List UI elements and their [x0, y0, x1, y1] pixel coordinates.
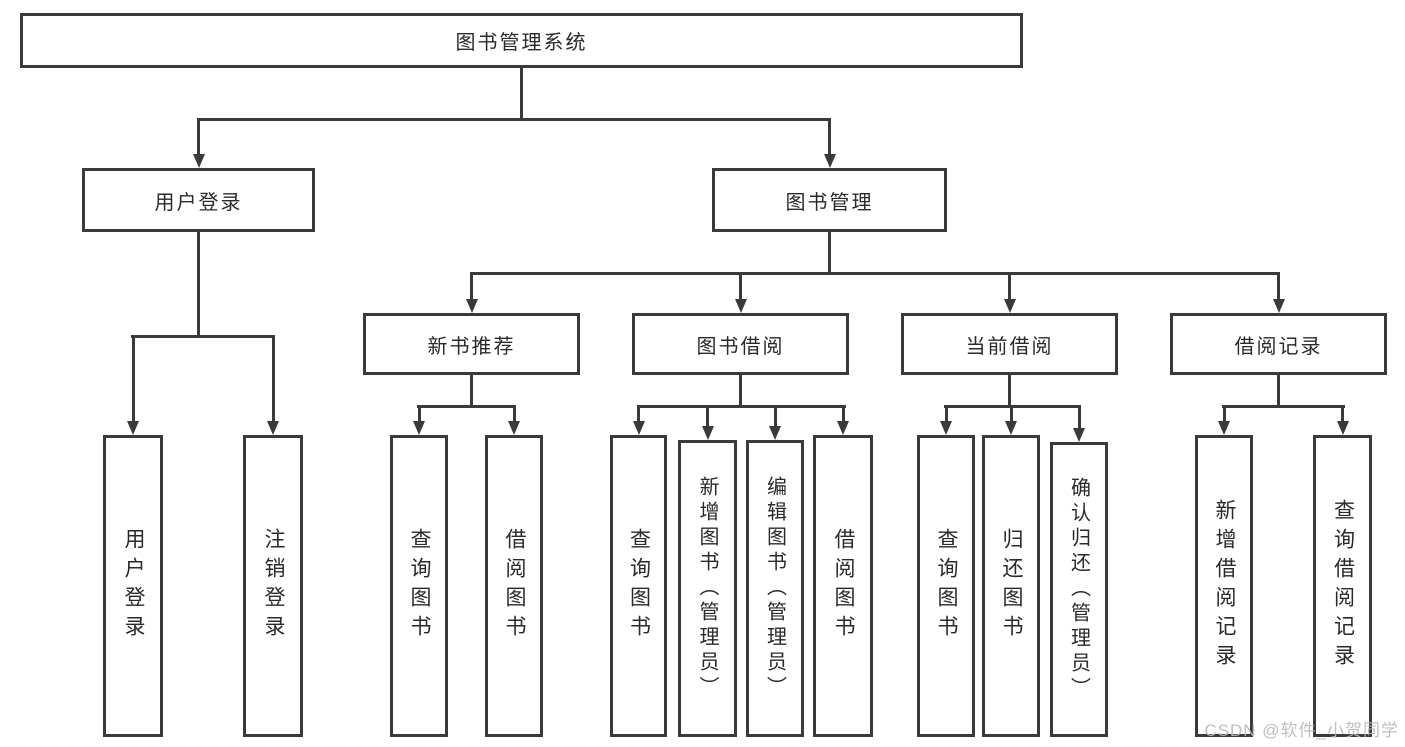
node-user-login-label: 用户登录 — [154, 191, 243, 214]
connector-line — [944, 405, 1081, 408]
connector-arrow-down — [1008, 272, 1011, 299]
connector-arrow-down — [841, 405, 845, 421]
leaf-query-books-recommend: 查询图书 — [390, 435, 448, 737]
connector-arrow-down — [637, 405, 640, 421]
watermark: CSDN @软件_小贺同学 — [1204, 721, 1399, 740]
leaf-edit-book-admin: 编辑图书（管理员） — [746, 440, 804, 737]
connector-arrow-down — [828, 118, 831, 154]
leaf-borrow-books-borrowing: 借阅图书 — [813, 435, 873, 737]
connector-line — [520, 68, 523, 121]
node-user-login: 用户登录 — [82, 168, 315, 232]
leaf-add-borrow-record-label: 新增借阅记录 — [1213, 499, 1236, 673]
leaf-borrow-books-recommend: 借阅图书 — [485, 435, 543, 737]
connector-line — [197, 232, 200, 338]
connector-line — [417, 405, 515, 408]
connector-line — [1277, 375, 1280, 408]
connector-line — [828, 232, 831, 275]
node-current-borrowing-label: 当前借阅 — [965, 335, 1054, 358]
connector-arrow-down — [512, 405, 516, 421]
connector-line — [1008, 375, 1011, 408]
leaf-logout: 注销登录 — [243, 435, 303, 737]
connector-arrow-down — [739, 272, 742, 299]
node-book-borrowing-label: 图书借阅 — [696, 335, 785, 358]
node-new-book-recommend: 新书推荐 — [363, 313, 580, 375]
leaf-query-books-current-label: 查询图书 — [935, 528, 958, 644]
connector-arrow-down — [197, 118, 200, 154]
connector-arrow-down — [1009, 405, 1013, 421]
leaf-query-books-borrowing: 查询图书 — [610, 435, 667, 737]
leaf-query-books-borrowing-label: 查询图书 — [627, 528, 651, 644]
connector-arrow-down — [131, 335, 135, 421]
leaf-add-book-admin-label: 新增图书（管理员） — [696, 476, 718, 701]
connector-arrow-down — [1341, 405, 1344, 421]
leaf-edit-book-admin-label: 编辑图书（管理员） — [763, 476, 786, 701]
leaf-confirm-return-admin-label: 确认归还（管理员） — [1067, 477, 1090, 702]
leaf-add-book-admin: 新增图书（管理员） — [678, 440, 737, 737]
leaf-query-books-recommend-label: 查询图书 — [408, 528, 431, 644]
leaf-return-books-label: 归还图书 — [1000, 528, 1023, 644]
leaf-return-books: 归还图书 — [982, 435, 1040, 737]
leaf-borrow-books-borrowing-label: 借阅图书 — [832, 528, 855, 644]
leaf-query-borrow-record: 查询借阅记录 — [1313, 435, 1372, 737]
connector-arrow-down — [271, 335, 275, 421]
node-book-management: 图书管理 — [712, 168, 947, 232]
connector-line — [1222, 405, 1345, 408]
connector-line — [637, 405, 846, 408]
node-root: 图书管理系统 — [20, 13, 1023, 68]
leaf-query-books-current: 查询图书 — [917, 435, 975, 737]
connector-line — [470, 272, 1280, 275]
node-borrowing-records-label: 借阅记录 — [1234, 335, 1323, 358]
leaf-confirm-return-admin: 确认归还（管理员） — [1050, 442, 1108, 737]
connector-line — [197, 118, 831, 121]
node-borrowing-records: 借阅记录 — [1170, 313, 1387, 375]
leaf-user-login: 用户登录 — [103, 435, 163, 737]
connector-arrow-down — [944, 405, 948, 421]
node-root-label: 图书管理系统 — [455, 32, 588, 54]
node-current-borrowing: 当前借阅 — [901, 313, 1118, 375]
connector-line — [739, 375, 742, 408]
connector-arrow-down — [1077, 405, 1081, 428]
node-book-borrowing: 图书借阅 — [632, 313, 849, 375]
connector-arrow-down — [1222, 405, 1226, 421]
connector-arrow-down — [1277, 272, 1280, 299]
connector-line — [470, 375, 473, 408]
connector-arrow-down — [773, 405, 777, 426]
connector-arrow-down — [470, 272, 473, 299]
leaf-user-login-label: 用户登录 — [122, 528, 145, 644]
leaf-borrow-books-recommend-label: 借阅图书 — [503, 528, 526, 644]
node-book-management-label: 图书管理 — [785, 191, 874, 214]
connector-arrow-down — [417, 405, 421, 421]
leaf-add-borrow-record: 新增借阅记录 — [1195, 435, 1253, 737]
connector-arrow-down — [706, 405, 709, 426]
leaf-query-borrow-record-label: 查询借阅记录 — [1331, 499, 1355, 673]
node-new-book-recommend-label: 新书推荐 — [427, 335, 516, 358]
leaf-logout-label: 注销登录 — [262, 528, 285, 644]
connector-line — [131, 335, 274, 338]
